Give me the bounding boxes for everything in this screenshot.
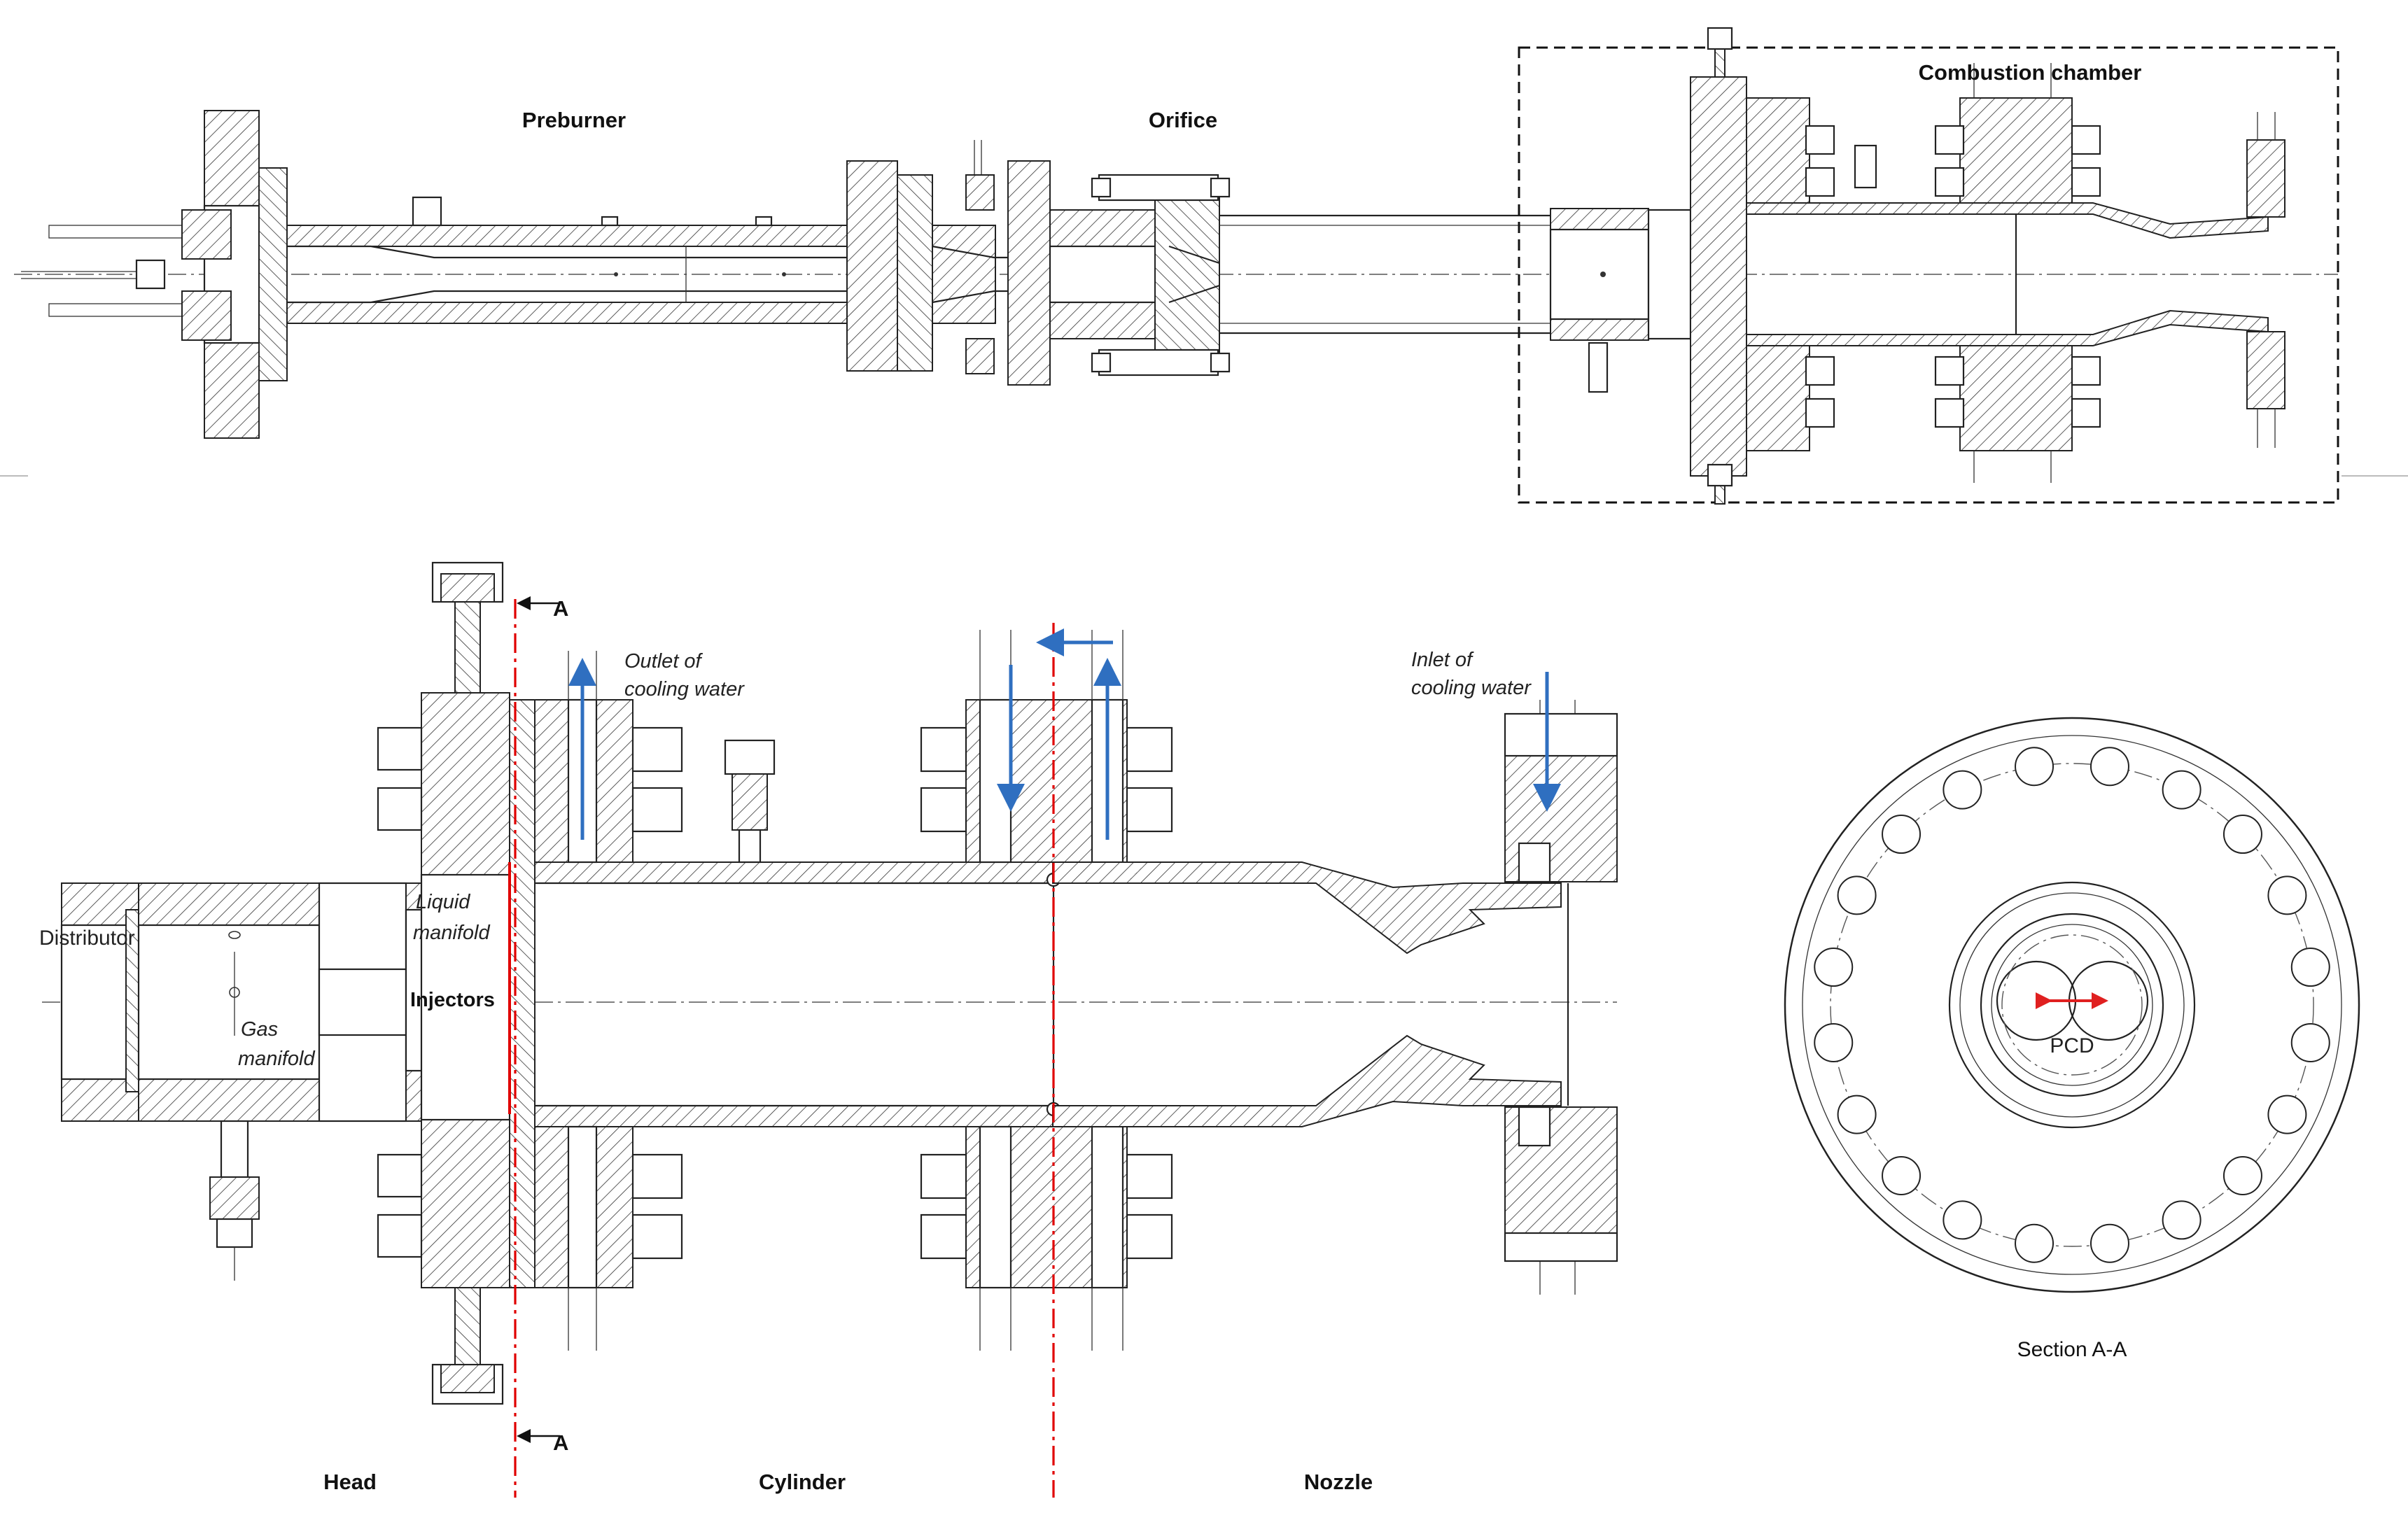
section-aa-view: PCD Section A-A (1784, 717, 2360, 1361)
bolt-hole (2222, 815, 2262, 854)
bolt-hole (1942, 770, 1982, 810)
label-cylinder: Cylinder (759, 1470, 846, 1494)
label-distributor: Distributor (39, 927, 135, 950)
section-cut-lines: A A (514, 596, 1055, 1498)
combustion-chamber-region (1518, 27, 2339, 505)
label-gas-manifold-2: manifold (238, 1048, 315, 1070)
preburner-outlet-flange (846, 140, 1008, 374)
label-nozzle: Nozzle (1304, 1470, 1373, 1494)
distributor-block (60, 882, 321, 1281)
label-preburner: Preburner (522, 108, 626, 132)
bolt-hole (2267, 1095, 2307, 1134)
bolt-hole (1837, 1095, 1877, 1134)
detail-assembly: A A Outlet of cooling water Inlet of coo… (39, 561, 1618, 1498)
label-gas-manifold-1: Gas (241, 1018, 278, 1041)
bolt-hole (2162, 770, 2202, 810)
preburner-injector-flange (181, 110, 288, 439)
nozzle-section (1052, 700, 1618, 1295)
bolt-hole (1837, 875, 1877, 915)
cooling-water-flow (568, 628, 1561, 840)
label-liquid-manifold-1: Liquid (416, 891, 470, 913)
label-orifice: Orifice (1149, 108, 1217, 132)
top-assembly: Preburner Orifice Combustion chamber (0, 27, 2408, 505)
injector-head (318, 561, 536, 1405)
bolt-hole (2090, 1223, 2129, 1263)
preburner-body (286, 196, 904, 324)
label-outlet-cooling-2: cooling water (624, 678, 745, 701)
label-inlet-cooling-1: Inlet of (1411, 649, 1474, 671)
section-marker-top: A (553, 596, 568, 621)
bolt-hole (1942, 1200, 1982, 1240)
label-injectors: Injectors (410, 989, 495, 1011)
cylinder-chamber (534, 630, 1173, 1351)
preburner-feed-lines (21, 225, 197, 317)
bolt-hole (2290, 1022, 2330, 1062)
bolt-hole (2090, 747, 2129, 787)
label-outlet-cooling-1: Outlet of (624, 650, 704, 673)
label-head: Head (323, 1470, 377, 1494)
label-combustion-chamber: Combustion chamber (1919, 60, 2142, 85)
bolt-hole (1814, 1022, 1854, 1062)
section-marker-bottom: A (553, 1430, 568, 1455)
label-inlet-cooling-2: cooling water (1411, 677, 1532, 699)
bolt-hole (1814, 948, 1854, 987)
bolt-hole (2015, 1223, 2054, 1263)
label-liquid-manifold-2: manifold (413, 922, 490, 944)
bolt-hole (2267, 875, 2307, 915)
bolt-hole (2162, 1200, 2202, 1240)
bolt-hole (2290, 948, 2330, 987)
transfer-duct (1219, 214, 1554, 335)
bolt-hole (2015, 747, 2054, 787)
label-pcd: PCD (2050, 1034, 2094, 1057)
orifice-assembly (1007, 160, 1231, 386)
bolt-hole (1882, 815, 1921, 854)
bolt-hole (1882, 1155, 1921, 1195)
bolt-hole-ring (1814, 747, 2330, 1263)
bolt-hole (2222, 1155, 2262, 1195)
label-section-aa: Section A-A (2017, 1338, 2127, 1361)
